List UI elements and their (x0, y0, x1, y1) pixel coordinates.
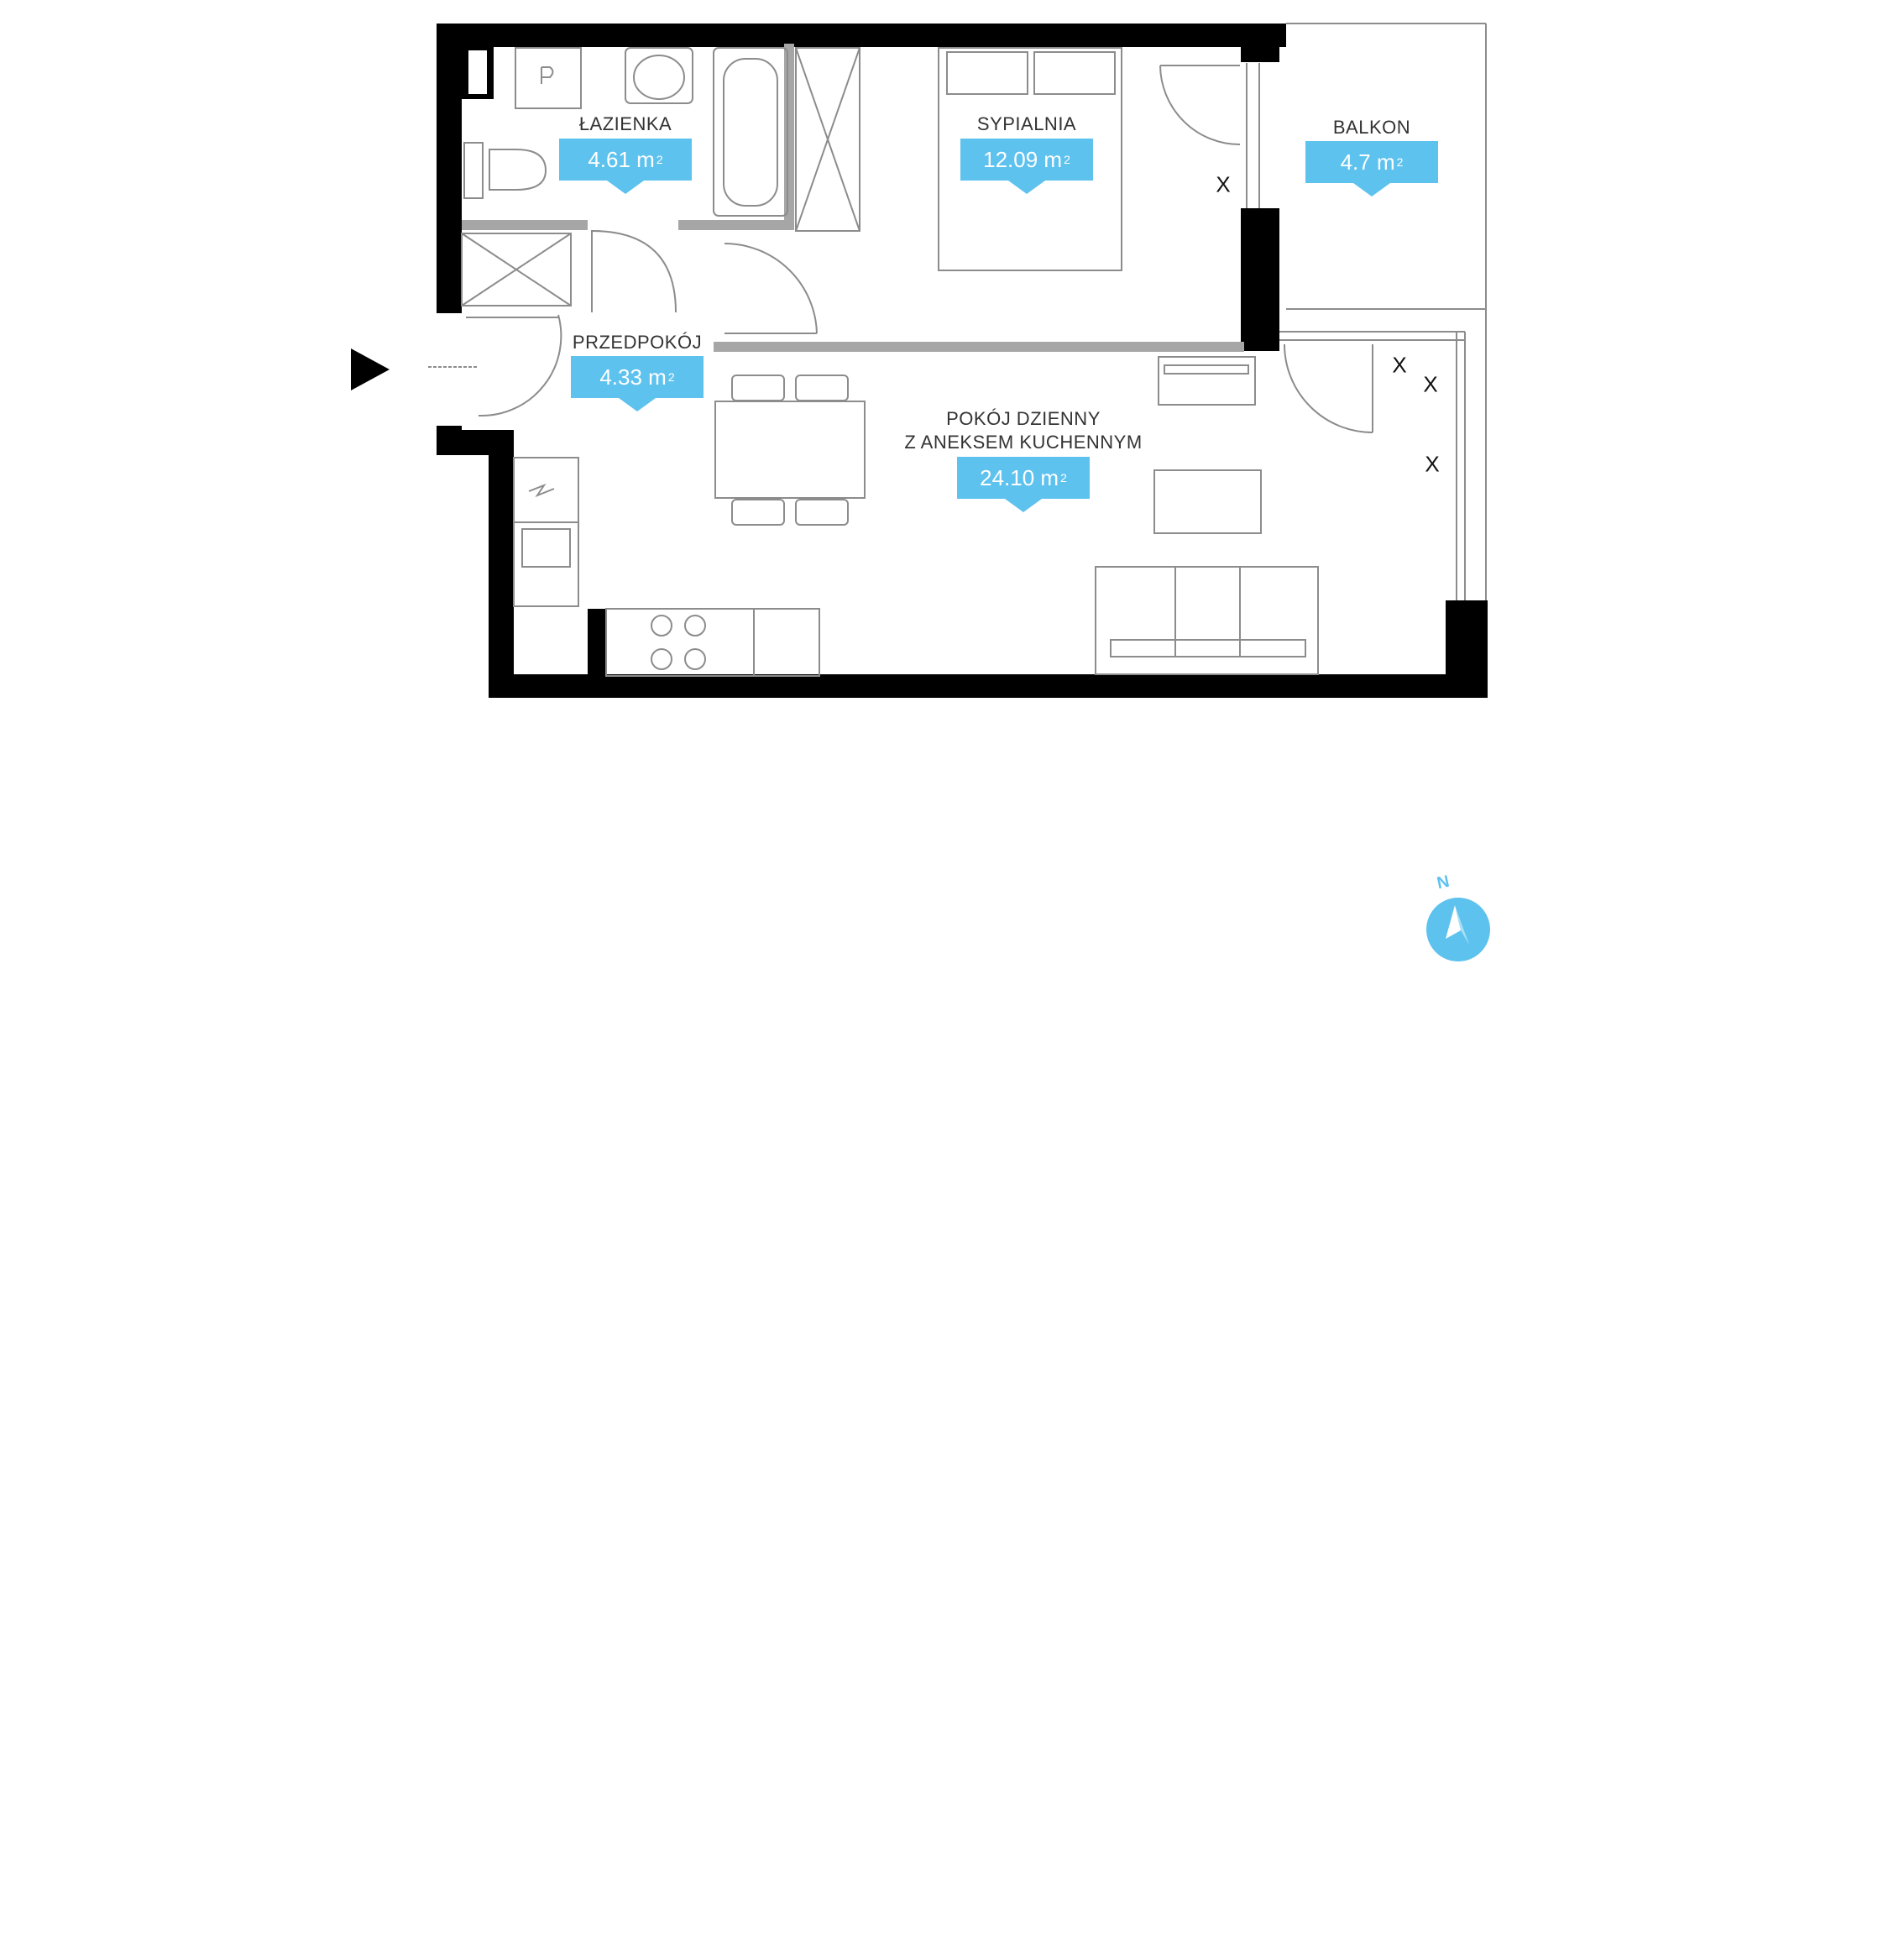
window-mark: X (1423, 371, 1438, 397)
compass-icon (1426, 898, 1490, 961)
area-unit-przedpokoj: 2 (667, 370, 675, 384)
room-name-przedpokoj: PRZEDPOKÓJ (572, 332, 703, 353)
entrance-arrow-icon (351, 348, 390, 390)
area-value-lazienka: 4.61 m (588, 146, 655, 172)
room-name-pokoj-line1: POKÓJ DZIENNY (946, 408, 1101, 429)
room-name-balkon: BALKON (1332, 117, 1411, 138)
room-name-sypialnia: SYPIALNIA (976, 113, 1077, 134)
window-mark: X (1425, 451, 1440, 477)
exterior-walls (437, 24, 1488, 698)
area-value-balkon: 4.7 m (1340, 149, 1395, 175)
area-unit-balkon: 2 (1396, 155, 1404, 169)
cutouts (468, 50, 588, 673)
area-value-pokoj: 24.10 m (980, 464, 1059, 490)
doors (428, 65, 1373, 433)
window-mark: X (1216, 171, 1231, 197)
area-value-sypialnia: 12.09 m (983, 146, 1063, 172)
room-name-pokoj-line2: Z ANEKSEM KUCHENNYM (904, 432, 1143, 453)
area-value-przedpokoj: 4.33 m (599, 364, 667, 390)
area-unit-pokoj: 2 (1060, 471, 1067, 485)
area-unit-sypialnia: 2 (1064, 153, 1070, 166)
furniture (461, 47, 1319, 677)
balcony-outline (1246, 23, 1487, 600)
window-mark: X (1392, 352, 1407, 378)
inner-partitions (462, 44, 1244, 352)
room-name-lazienka: ŁAZIENKA (578, 113, 672, 134)
area-unit-lazienka: 2 (656, 153, 663, 166)
